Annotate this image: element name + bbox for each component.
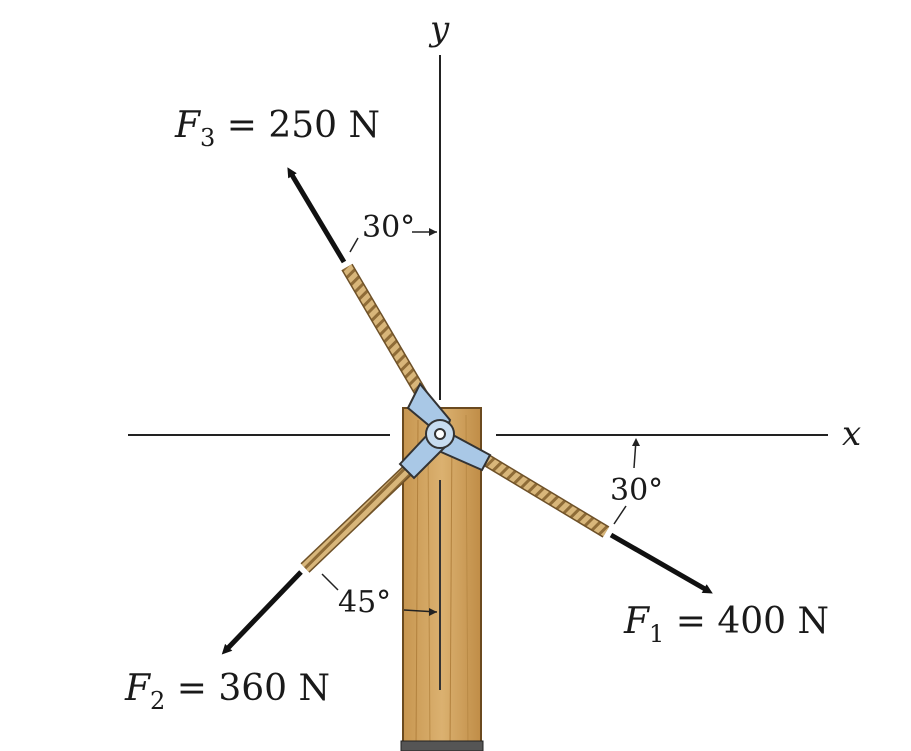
angle-f3: 30° bbox=[349, 210, 437, 253]
bracket bbox=[398, 382, 492, 480]
angle-f1: 30° bbox=[610, 438, 663, 525]
arrow-f3 bbox=[287, 167, 347, 264]
angle-f2: 45° bbox=[321, 573, 438, 620]
arrow-f2 bbox=[221, 570, 303, 655]
post-base-plate bbox=[400, 740, 484, 751]
angle-f2-label: 45° bbox=[338, 585, 391, 620]
x-axis-label: x bbox=[842, 414, 861, 454]
y-axis-label: y bbox=[428, 9, 450, 49]
f2-label: F2 = 360 N bbox=[124, 668, 330, 715]
angle-f1-label: 30° bbox=[610, 473, 663, 508]
f3-label: F3 = 250 N bbox=[174, 105, 380, 152]
angle-f3-label: 30° bbox=[362, 210, 415, 245]
arrow-f1 bbox=[609, 532, 713, 594]
f1-label: F1 = 400 N bbox=[623, 601, 829, 648]
